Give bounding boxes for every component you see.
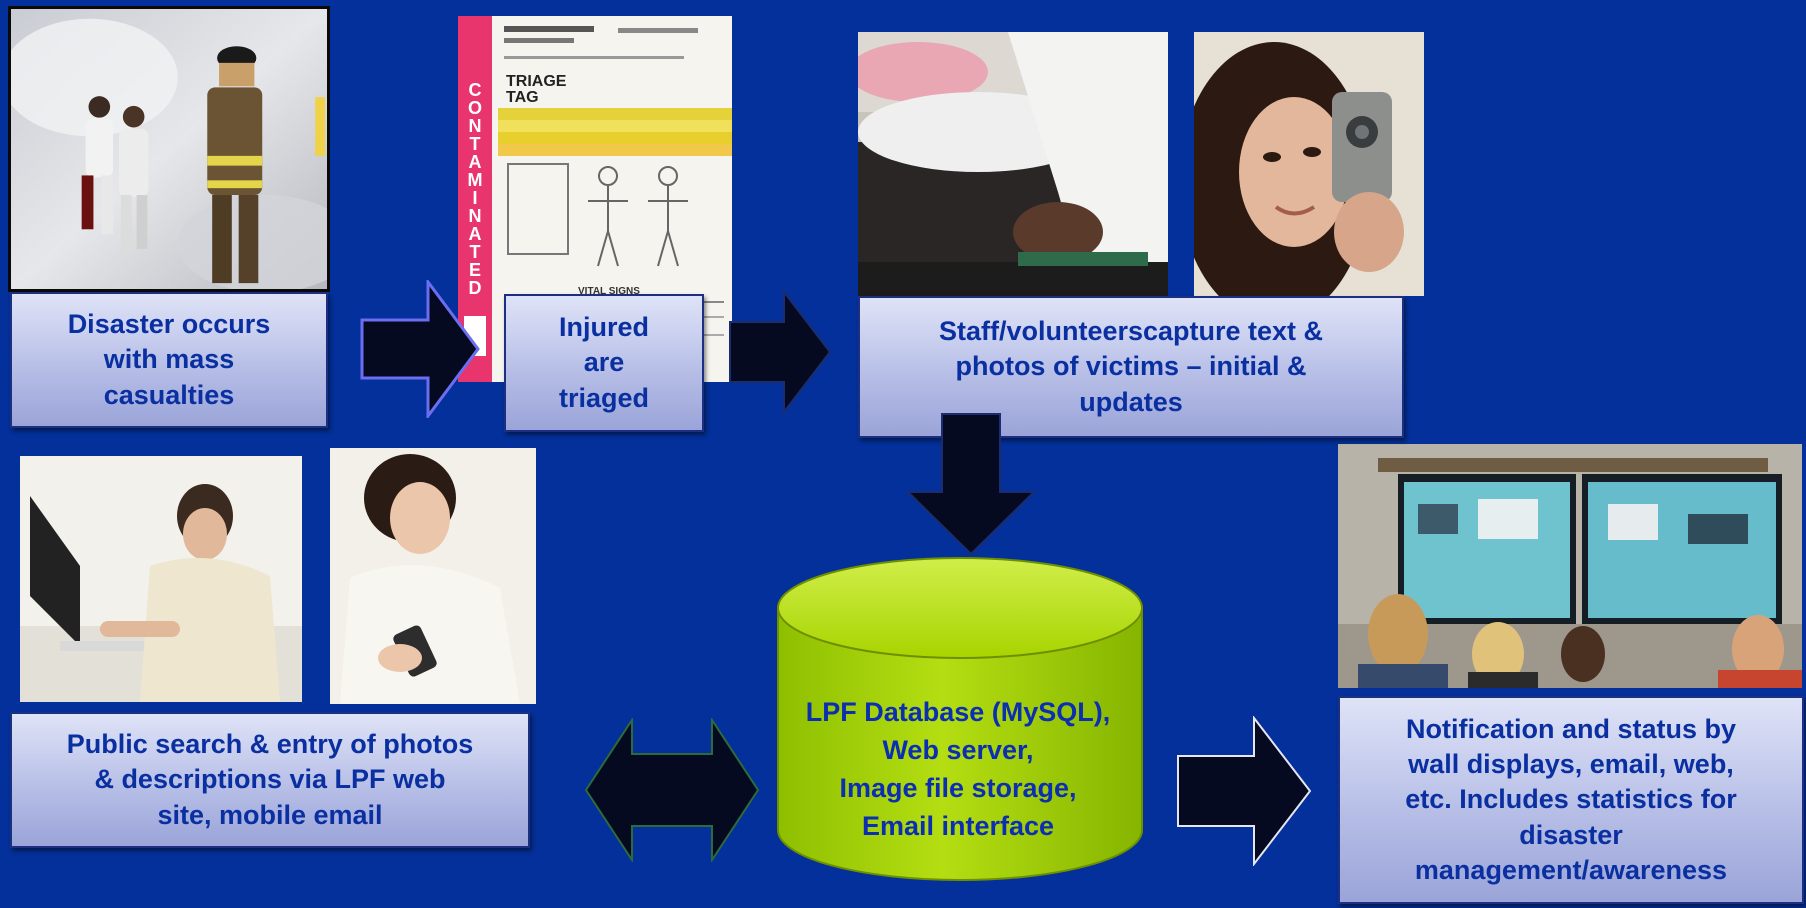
- triage-step-text: Injured are triaged: [558, 312, 650, 413]
- arrow-database-to-notify: [1176, 716, 1312, 866]
- svg-text:T: T: [470, 242, 481, 262]
- arrow-triage-to-capture: [728, 290, 832, 414]
- stretcher-photo: [858, 32, 1168, 296]
- capture-step-text: Staff/volunteerscapture text & photos of…: [938, 316, 1324, 417]
- svg-text:D: D: [469, 278, 482, 298]
- capture-step-label: Staff/volunteerscapture text & photos of…: [858, 296, 1404, 438]
- svg-text:E: E: [469, 260, 481, 280]
- svg-text:A: A: [469, 152, 482, 172]
- database-label: LPF Database (MySQL), Web server, Image …: [805, 697, 1111, 841]
- svg-text:A: A: [469, 224, 482, 244]
- notify-step-label: Notification and status by wall displays…: [1338, 696, 1804, 904]
- svg-text:O: O: [468, 98, 482, 118]
- svg-text:M: M: [468, 170, 483, 190]
- wall-display-photo: [1338, 444, 1802, 688]
- firefighters-photo: [8, 6, 330, 292]
- svg-text:I: I: [472, 188, 477, 208]
- mobile-photo: [330, 448, 536, 704]
- public-step-text: Public search & entry of photos & descri…: [66, 729, 474, 830]
- svg-text:N: N: [469, 206, 482, 226]
- svg-text:VITAL SIGNS: VITAL SIGNS: [578, 286, 640, 297]
- laptop-photo: [20, 456, 302, 702]
- svg-text:C: C: [469, 80, 482, 100]
- arrow-capture-to-database: [906, 412, 1036, 556]
- disaster-step-text: Disaster occurs with mass casualties: [67, 309, 271, 410]
- phone-photo: [1194, 32, 1424, 296]
- triage-step-label: Injured are triaged: [504, 294, 704, 432]
- svg-text:N: N: [469, 116, 482, 136]
- database-cylinder: [776, 556, 1144, 882]
- svg-text:TRIAGE: TRIAGE: [506, 73, 567, 90]
- disaster-step-label: Disaster occurs with mass casualties: [10, 292, 328, 428]
- arrow-disaster-to-triage: [360, 280, 480, 418]
- arrow-public-database-bidirectional: [584, 718, 760, 862]
- svg-text:TAG: TAG: [506, 89, 539, 106]
- notify-step-text: Notification and status by wall displays…: [1405, 714, 1737, 885]
- svg-text:T: T: [470, 134, 481, 154]
- public-step-label: Public search & entry of photos & descri…: [10, 712, 530, 848]
